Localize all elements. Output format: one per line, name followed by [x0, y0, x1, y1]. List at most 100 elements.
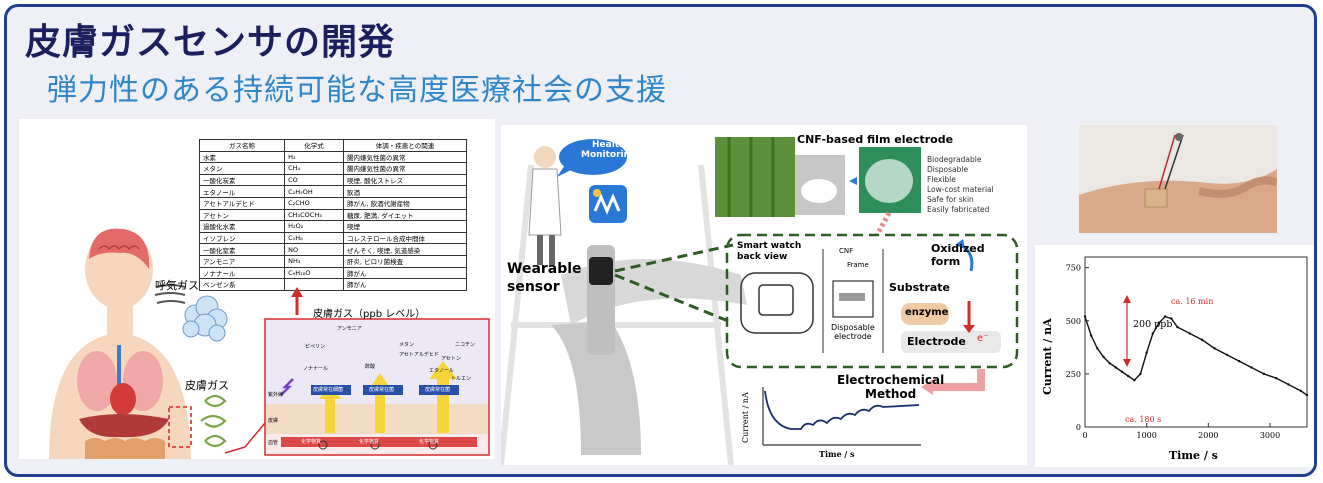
- patch-icon: [1144, 188, 1168, 208]
- electron-label: e⁻: [977, 333, 989, 344]
- film-property: Safe for skin: [927, 195, 974, 204]
- layer-label: 皮膚: [268, 418, 279, 424]
- flow-label: 化学物質: [301, 439, 322, 445]
- skin-gas-name: ニコチン: [455, 342, 476, 348]
- series-point: [1139, 372, 1142, 376]
- y-tick-label: 500: [1066, 317, 1081, 326]
- series-point: [1213, 347, 1216, 350]
- skin-gas-swirl-icon: [200, 394, 227, 448]
- series-point: [1225, 353, 1229, 356]
- series-line: [1084, 315, 1308, 396]
- watch-back-label: Smart watch back view: [737, 241, 802, 262]
- series-point: [1299, 389, 1303, 393]
- breath-swirl-icon: [154, 284, 186, 304]
- skin-callout-box: [168, 406, 192, 448]
- series-point: [1170, 317, 1173, 320]
- table-cell: エタノール: [198, 185, 286, 198]
- table-cell: メタン: [198, 162, 286, 175]
- table-header: ガス名称: [198, 139, 286, 152]
- lung-cloud-icon: [182, 295, 228, 342]
- series-point: [1163, 315, 1167, 318]
- x-tick-label: 2000: [1198, 431, 1218, 440]
- table-cell: コレステロール合成中間体: [343, 231, 467, 245]
- layer-label: 紫外線: [268, 392, 284, 398]
- table-cell: 腸内嫌気性菌の異常: [343, 150, 467, 164]
- series-point: [1237, 359, 1241, 363]
- wearable-panel: Health Monitoring Wearable sensor CNF-ba…: [501, 125, 1027, 465]
- flow-label: 化学物質: [419, 439, 440, 445]
- layer-label: 血管: [268, 440, 279, 446]
- mini-ylabel: Current / nA: [741, 392, 750, 443]
- series-point: [1176, 325, 1179, 329]
- table-cell: 飲酒: [343, 185, 467, 198]
- frame-label: Frame: [847, 261, 869, 269]
- series-point: [1157, 321, 1161, 325]
- table-cell: 糖尿, 肥満, ダイエット: [343, 208, 467, 222]
- disposable-label: Disposable electrode: [831, 323, 875, 342]
- series-point: [1114, 366, 1118, 369]
- film-property: Low-cost material: [927, 185, 994, 194]
- series-point: [1250, 366, 1253, 369]
- table-cell: 喫煙, 酸化ストレス: [343, 173, 467, 187]
- health-bubble: [559, 139, 627, 175]
- detail-box: [725, 233, 1019, 369]
- mini-xlabel: Time / s: [819, 449, 855, 459]
- oxidized-label: Oxidized form: [931, 242, 985, 268]
- x-tick-label: 3000: [1260, 431, 1280, 440]
- electrode-label: Electrode: [907, 335, 966, 348]
- page-subtitle: 弾力性のある持続可能な高度医療社会の支援: [47, 73, 667, 108]
- table-cell: アセトアルデヒド: [198, 196, 286, 210]
- table-cell: 腸内嫌気性菌の異常: [343, 162, 467, 175]
- series-point: [1151, 332, 1155, 335]
- skin-gas-name: アセトン: [441, 356, 461, 362]
- electrode-bar: [901, 331, 1001, 353]
- series-point: [1145, 351, 1148, 354]
- uv-bolt-icon: [280, 378, 294, 396]
- film-properties: Biodegradable Disposable Flexible Low-co…: [927, 155, 994, 215]
- skin-gas-name: アセトアルデヒド: [399, 352, 439, 358]
- film-property: Disposable: [927, 165, 969, 174]
- table-cell: 肺がん: [343, 278, 467, 291]
- wearable-sensor-label: Wearable sensor: [507, 261, 582, 295]
- table-cell: ぜんそく, 喫煙, 気道感染: [343, 243, 467, 256]
- skin-gas-name: 酢酸: [365, 364, 376, 370]
- film-property: Easily fabricated: [927, 205, 990, 214]
- series-point: [1305, 393, 1309, 397]
- series-point: [1120, 370, 1124, 373]
- series-point: [1096, 347, 1099, 350]
- x-tick-label: 0: [1082, 431, 1087, 440]
- y-tick-label: 250: [1066, 370, 1081, 379]
- table-header: 化学式: [284, 139, 344, 152]
- table-header: 体調・疾患との関連: [343, 139, 467, 152]
- series-point: [1200, 338, 1204, 342]
- plot-frame: [1084, 256, 1308, 428]
- table-row: ベンゼン系肺がん: [198, 278, 467, 291]
- bamboo-photo: [715, 137, 795, 217]
- series-point: [1089, 334, 1093, 337]
- blood-flow-bar: [281, 437, 477, 447]
- skin-gas-ppb-label: 皮膚ガス（ppb レベル）: [313, 309, 426, 320]
- table-cell: 過酸化水素: [198, 220, 286, 233]
- method-label: Electrochemical Method: [837, 373, 945, 402]
- bacteria-label: 皮膚常在菌: [425, 387, 451, 393]
- cnf-label: CNF: [839, 247, 854, 255]
- wrist-photo: [1079, 125, 1277, 233]
- table-cell: 一酸化炭素: [198, 173, 286, 187]
- watch-back-icon: [740, 272, 814, 334]
- y-tick-label: 0: [1076, 423, 1081, 432]
- skin-gas-label: 皮膚ガス: [185, 379, 229, 392]
- chart-ylabel: Current / nA: [1041, 318, 1054, 395]
- annotation-16min: ca. 16 min: [1171, 297, 1214, 306]
- chart-xlabel: Time / s: [1169, 449, 1218, 462]
- skin-gas-name: エタノール: [429, 368, 454, 374]
- skin-gas-name: メタン: [399, 342, 415, 348]
- table-cell: C₂H₅OH: [284, 185, 344, 198]
